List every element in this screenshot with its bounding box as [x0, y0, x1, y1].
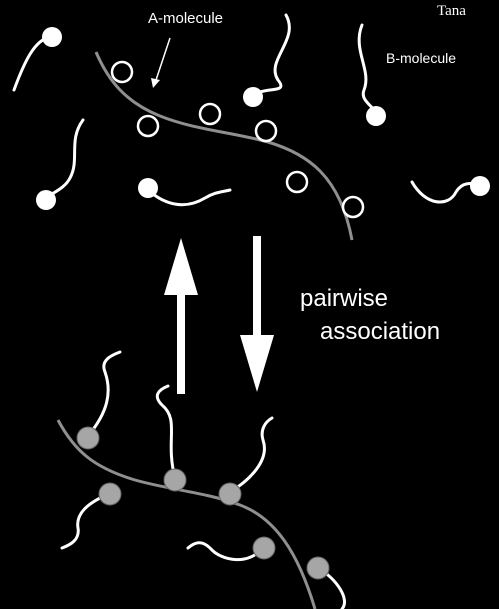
open-binding-site [256, 121, 276, 141]
b-molecule-head [243, 87, 263, 107]
header-text: Tana [437, 3, 466, 20]
b-molecule-head [36, 190, 56, 210]
bound-binding-site [307, 557, 329, 579]
down-arrow-shaft [253, 236, 261, 340]
open-binding-site [112, 62, 132, 82]
process-label-line1: pairwise [300, 285, 388, 313]
bound-binding-site [253, 537, 275, 559]
up-arrow-shaft [177, 290, 185, 394]
b-molecule-head [470, 176, 490, 196]
bound-binding-site [77, 427, 99, 449]
open-binding-site [343, 197, 363, 217]
b-molecule-head [366, 106, 386, 126]
bound-binding-site [219, 483, 241, 505]
b-molecule-head [42, 27, 62, 47]
bound-binding-site [99, 483, 121, 505]
open-binding-site [200, 104, 220, 124]
open-binding-site [287, 172, 307, 192]
b-molecule-head [138, 178, 158, 198]
open-binding-site [138, 116, 158, 136]
b-molecule-label: B-molecule [386, 50, 456, 66]
a-molecule-label: A-molecule [148, 10, 223, 27]
bound-binding-site [164, 469, 186, 491]
process-label-line2: association [320, 318, 440, 346]
